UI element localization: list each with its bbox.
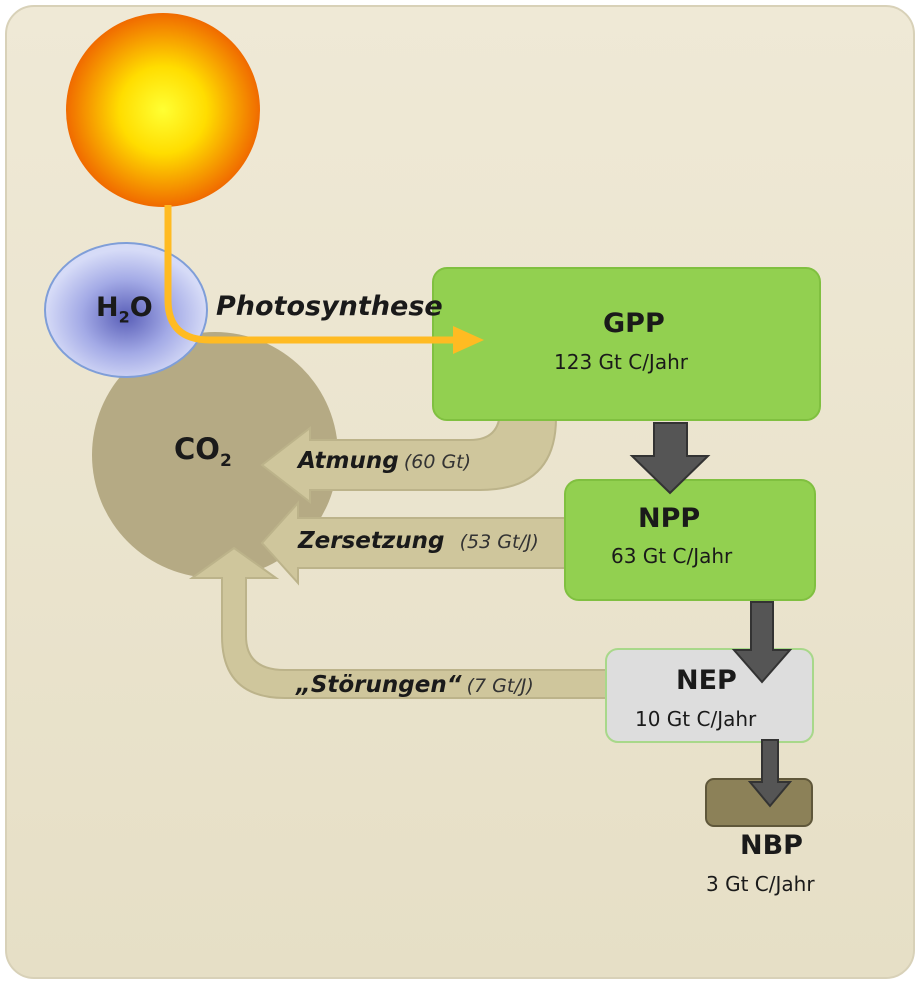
gpp-box xyxy=(432,267,821,421)
nbp-box xyxy=(705,778,813,827)
npp-value: 63 Gt C/Jahr xyxy=(611,544,733,568)
nbp-value: 3 Gt C/Jahr xyxy=(706,872,815,896)
nbp-title: NBP xyxy=(740,830,803,861)
atmung-name: Atmung xyxy=(298,448,399,474)
zersetzung-amount: (53 Gt/J) xyxy=(459,531,539,553)
zersetzung-name: Zersetzung xyxy=(298,528,445,554)
atmung-amount: (60 Gt) xyxy=(403,451,472,473)
npp-title: NPP xyxy=(638,503,701,534)
gpp-to-npp-arrow xyxy=(629,422,711,495)
sun-icon xyxy=(66,13,260,207)
npp-to-nep-arrow xyxy=(731,601,793,684)
stoerungen-amount: (7 Gt/J) xyxy=(466,675,534,697)
atmung-arrow xyxy=(260,392,557,505)
nep-title: NEP xyxy=(676,665,737,696)
stoerungen-label: „Störungen“ (7 Gt/J) xyxy=(296,672,534,698)
gpp-value: 123 Gt C/Jahr xyxy=(554,350,688,374)
zersetzung-arrow xyxy=(260,500,589,586)
stoerungen-arrow xyxy=(188,546,624,699)
co2-label: CO2 xyxy=(174,432,232,471)
stoerungen-name: „Störungen“ xyxy=(296,672,462,698)
zersetzung-label: Zersetzung (53 Gt/J) xyxy=(298,528,539,554)
nep-value: 10 Gt C/Jahr xyxy=(635,707,757,731)
photosynthesis-label: Photosynthese xyxy=(216,291,443,322)
nep-to-nbp-arrow xyxy=(747,739,793,808)
photosynthesis-arrow xyxy=(164,205,455,344)
water-label: H2O xyxy=(96,292,153,327)
npp-box xyxy=(564,479,816,601)
photosynthesis-arrowhead xyxy=(453,326,484,354)
co2-circle xyxy=(92,332,338,578)
gpp-title: GPP xyxy=(603,308,665,339)
atmung-label: Atmung (60 Gt) xyxy=(298,448,471,474)
